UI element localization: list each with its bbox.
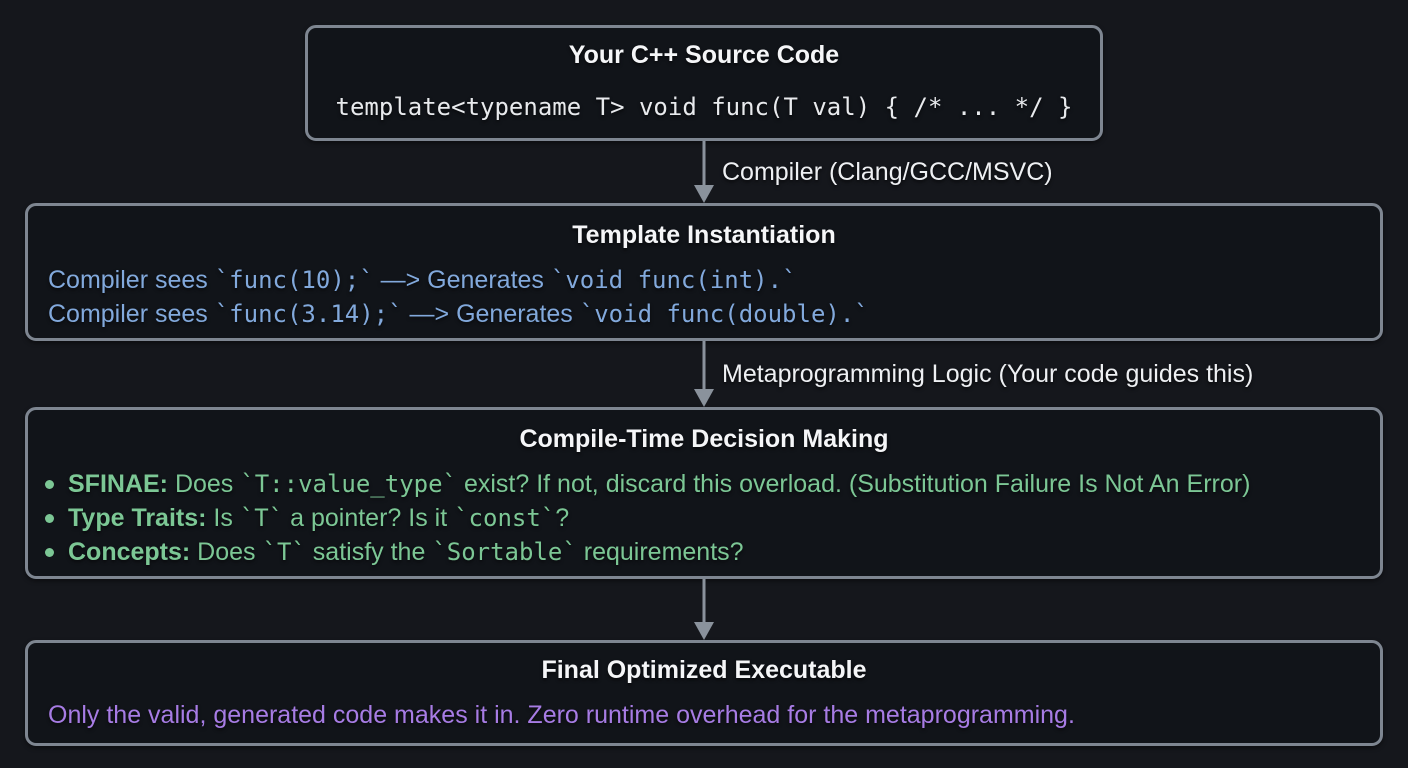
bullet-dot-icon xyxy=(45,480,54,489)
decision-making-title: Compile-Time Decision Making xyxy=(519,425,889,453)
arrow-zone-compiler: Compiler (Clang/GCC/MSVC) xyxy=(0,141,1408,203)
bullet-concepts: Concepts: Does `T` satisfy the `Sortable… xyxy=(28,535,1380,569)
arrow-zone-metaprogramming: Metaprogramming Logic (Your code guides … xyxy=(0,341,1408,407)
final-executable-description: Only the valid, generated code makes it … xyxy=(48,701,1075,729)
bullet-type-traits: Type Traits: Is `T` a pointer? Is it `co… xyxy=(28,501,1380,535)
template-instantiation-box: Template Instantiation Compiler sees `fu… xyxy=(25,203,1383,341)
final-executable-box: Final Optimized Executable Only the vali… xyxy=(25,640,1383,746)
arrow-zone-final xyxy=(0,579,1408,640)
source-code-snippet: template<typename T> void func(T val) { … xyxy=(335,93,1073,121)
bullet-dot-icon xyxy=(45,514,54,523)
arrow-label-compiler: Compiler (Clang/GCC/MSVC) xyxy=(722,158,1053,186)
decision-making-box: Compile-Time Decision Making SFINAE: Doe… xyxy=(25,407,1383,579)
source-code-box-title: Your C++ Source Code xyxy=(568,41,840,69)
final-executable-title: Final Optimized Executable xyxy=(541,656,867,684)
template-instantiation-title: Template Instantiation xyxy=(572,221,836,249)
instantiation-line-int: Compiler sees `func(10);` —> Generates `… xyxy=(48,266,797,294)
instantiation-line-double: Compiler sees `func(3.14);` —> Generates… xyxy=(48,300,869,328)
bullet-dot-icon xyxy=(45,548,54,557)
arrow-label-metaprogramming: Metaprogramming Logic (Your code guides … xyxy=(722,360,1254,388)
source-code-box: Your C++ Source Code template<typename T… xyxy=(305,25,1103,141)
down-arrow-icon xyxy=(694,341,714,407)
down-arrow-icon xyxy=(694,141,714,203)
bullet-sfinae: SFINAE: Does `T::value_type` exist? If n… xyxy=(28,467,1380,501)
down-arrow-icon xyxy=(694,579,714,640)
